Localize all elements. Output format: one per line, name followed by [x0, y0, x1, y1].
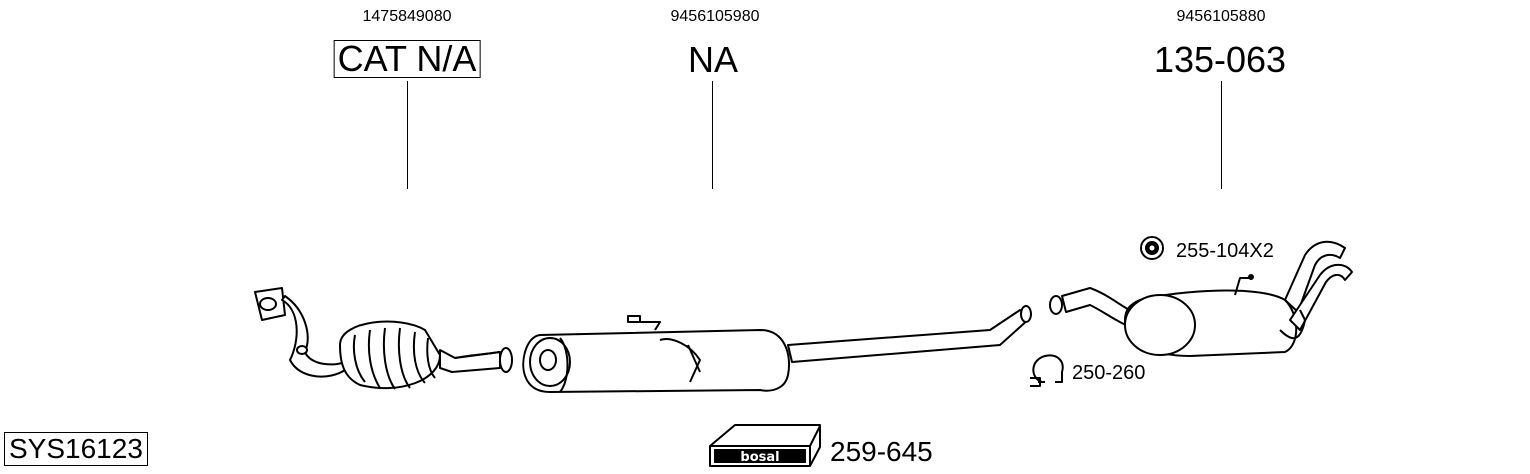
rubber-mount-icon — [1140, 236, 1164, 260]
rubber-mount-number: 255-104X2 — [1176, 240, 1274, 262]
leader-line-catalyst — [407, 81, 408, 189]
part-number-catalyst: CAT N/A — [333, 40, 481, 78]
catalytic-converter-drawing — [254, 287, 513, 390]
leader-line-rear-silencer — [1221, 81, 1222, 189]
part-number-middle-silencer: NA — [687, 39, 739, 80]
bosal-logo-text: bosal — [740, 450, 779, 465]
leader-line-middle-silencer — [712, 81, 713, 189]
part-number-rear-silencer: 135-063 — [1153, 39, 1287, 80]
clamp-number: 250-260 — [1072, 362, 1146, 384]
oe-number-middle-silencer: 9456105980 — [670, 8, 760, 25]
rear-silencer-drawing — [1049, 240, 1353, 357]
oe-number-catalyst: 1475849080 — [362, 8, 452, 25]
system-code: SYS16123 — [4, 432, 148, 466]
oe-number-rear-silencer: 9456105880 — [1176, 8, 1266, 25]
middle-silencer-drawing — [522, 305, 1032, 393]
bosal-box-icon — [709, 424, 821, 467]
kit-number: 259-645 — [830, 436, 933, 467]
clamp-icon — [1030, 354, 1064, 387]
